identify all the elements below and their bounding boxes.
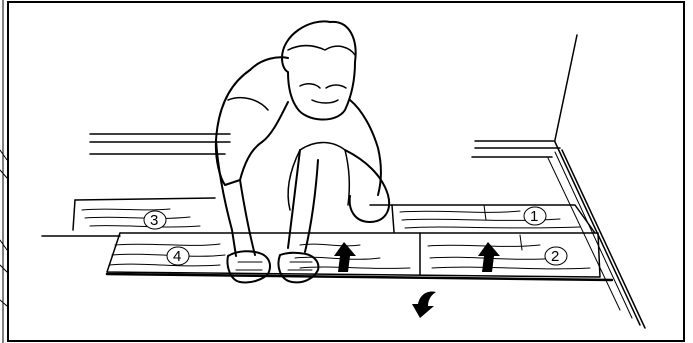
plank-label-2-group: 2 <box>545 247 567 265</box>
plank-label-1: 1 <box>530 208 538 225</box>
plank-label-3-group: 3 <box>144 211 166 229</box>
frame-border <box>8 2 684 341</box>
plank-label-3: 3 <box>150 212 158 229</box>
plank-label-1-group: 1 <box>524 207 546 225</box>
plank-label-4: 4 <box>173 248 181 265</box>
left-edge-strip <box>0 0 7 343</box>
plank-label-2: 2 <box>551 248 559 265</box>
plank-label-4-group: 4 <box>167 247 189 265</box>
